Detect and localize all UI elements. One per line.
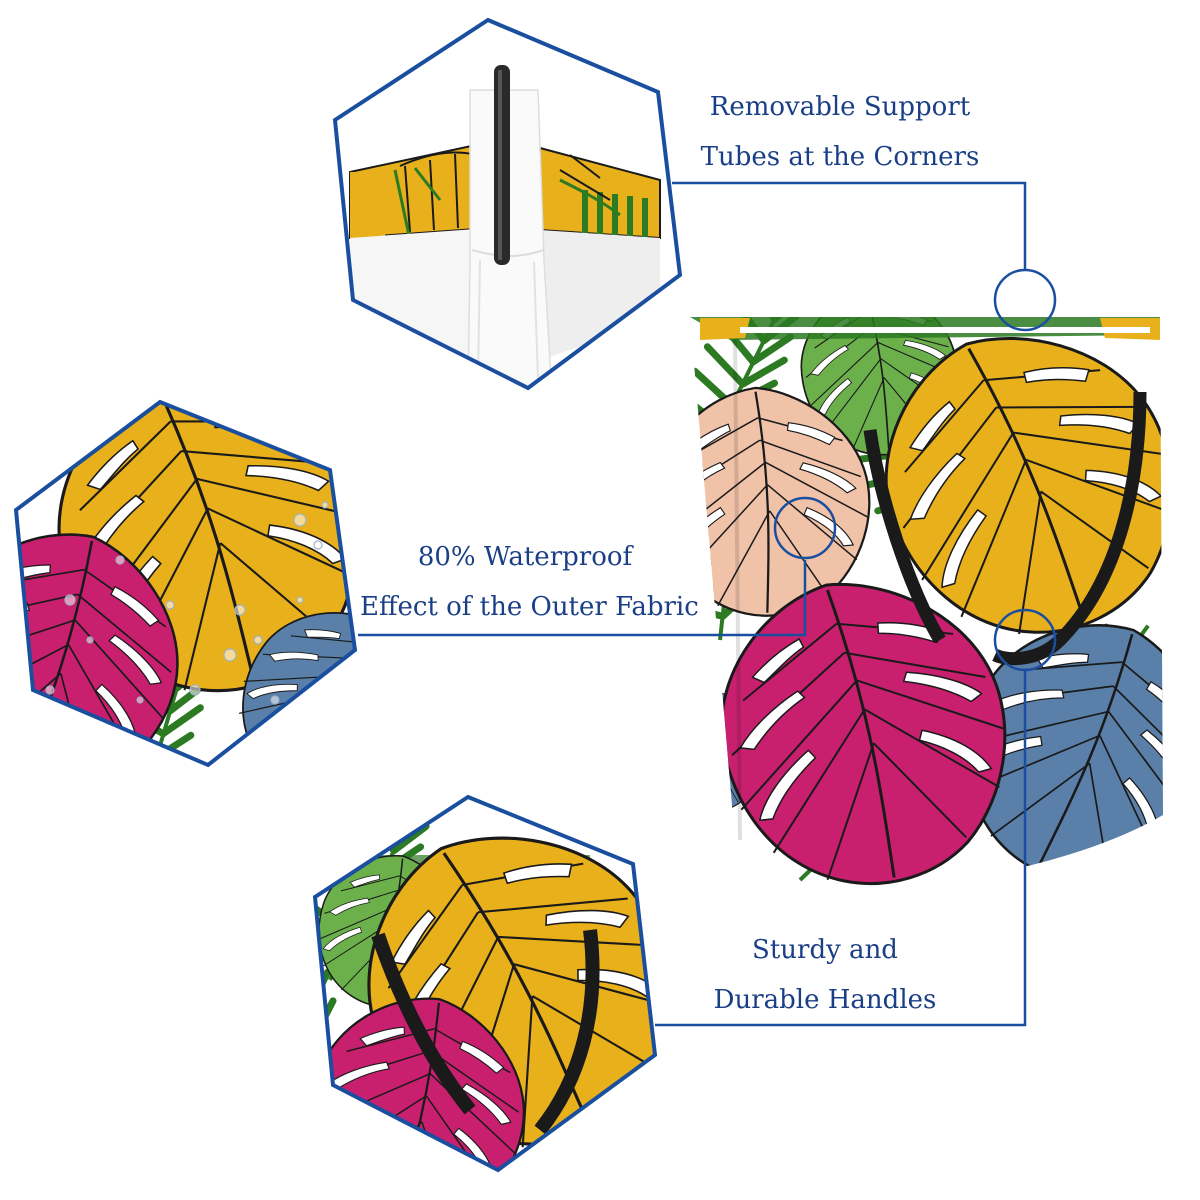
handle-callout-circle <box>993 608 1057 672</box>
handle-closeup <box>312 794 658 1173</box>
handles-caption-line2: Durable Handles <box>713 985 937 1015</box>
support-tube-rod <box>494 65 510 265</box>
handle-strap <box>371 929 600 1135</box>
water-droplets <box>45 501 329 705</box>
top-hexagon-frame <box>332 17 683 391</box>
handle-connector <box>655 670 1027 1027</box>
support-tube-connector <box>672 181 1027 270</box>
support-tube-closeup <box>332 17 683 391</box>
waterproof-callout-circle <box>773 496 837 560</box>
support-tubes-caption: Removable Support Tubes at the Corners <box>690 82 990 182</box>
handles-caption: Sturdy and Durable Handles <box>700 925 950 1025</box>
callout-connectors <box>358 181 1057 1027</box>
waterproof-caption-line1: 80% Waterproof <box>417 542 633 572</box>
hamper-handles <box>863 391 1147 666</box>
waterproof-caption: 80% Waterproof Effect of the Outer Fabri… <box>360 532 699 632</box>
left-hexagon-frame <box>13 399 358 768</box>
bottom-hexagon-frame <box>312 794 658 1173</box>
laundry-hamper <box>690 317 1163 908</box>
handles-caption-line1: Sturdy and <box>752 935 898 965</box>
support-tubes-caption-line1: Removable Support <box>709 92 971 122</box>
waterproof-connector <box>358 560 807 637</box>
support-tube-callout-circle <box>993 268 1057 332</box>
waterproof-caption-line2: Effect of the Outer Fabric <box>360 592 699 622</box>
support-tubes-caption-line2: Tubes at the Corners <box>700 142 980 172</box>
